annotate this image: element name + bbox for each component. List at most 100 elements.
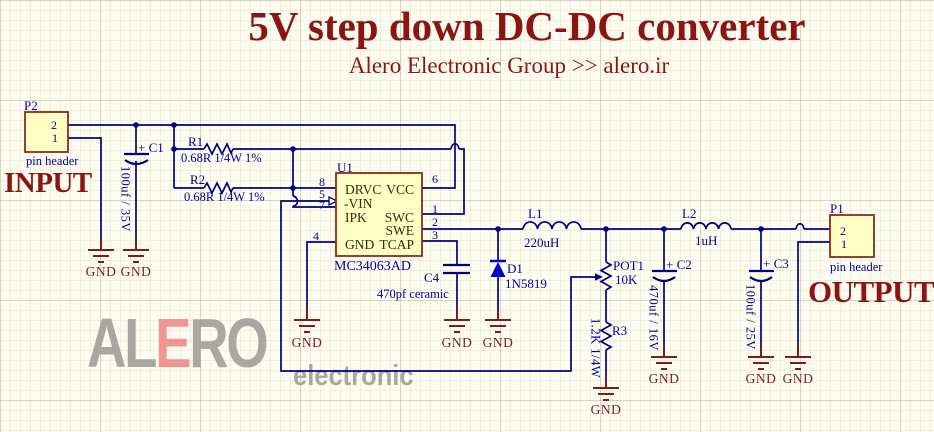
r3-zigzag bbox=[599, 321, 613, 351]
u1-pin-name-vin: -VIN bbox=[344, 196, 373, 211]
wire-p2-gnd bbox=[68, 137, 102, 238]
p1-ref: P1 bbox=[830, 201, 844, 216]
gnd-label-d1: GND bbox=[482, 335, 514, 350]
gnd-symbols bbox=[88, 238, 811, 401]
p1-pin-1: 1 bbox=[841, 237, 847, 251]
wire-pin7 bbox=[292, 206, 337, 208]
u1-pin-3: 3 bbox=[432, 228, 438, 242]
c1-ref: + C1 bbox=[138, 140, 164, 155]
r2-value: 0.68R 1/4W 1% bbox=[184, 190, 265, 204]
p2-pin-2: 2 bbox=[51, 118, 57, 132]
u1-body bbox=[335, 172, 423, 257]
u1-pin-5: 5 bbox=[319, 187, 325, 201]
component-bodies bbox=[24, 111, 875, 258]
u1-row-4: SWE bbox=[345, 224, 415, 238]
r2-ref: R2 bbox=[190, 172, 206, 187]
l2-coil bbox=[680, 222, 732, 230]
d1-triangle bbox=[490, 262, 506, 277]
wire-hop-3 bbox=[795, 222, 805, 230]
gnd-label-c2: GND bbox=[648, 371, 680, 386]
u1-row-2: -VIN bbox=[344, 196, 413, 211]
schematic-title: 5V step down DC-DC converter bbox=[248, 3, 806, 49]
gnd-symbol-u1 bbox=[294, 308, 320, 333]
gnd-label-p1: GND bbox=[782, 371, 814, 386]
pot1-zigzag bbox=[599, 261, 613, 291]
wire-pin4-gnd bbox=[306, 241, 337, 308]
l2-value: 1uH bbox=[695, 233, 718, 248]
pot1-value: 10K bbox=[615, 272, 638, 287]
wire-tcap bbox=[422, 240, 458, 265]
d1-ref: D1 bbox=[507, 261, 523, 276]
wire-vin-rail bbox=[68, 124, 456, 189]
u1-pin-6: 6 bbox=[432, 172, 438, 186]
c2-ref: + C2 bbox=[666, 257, 692, 272]
p2-ref: P2 bbox=[24, 98, 38, 113]
pot1-ref: POT1 bbox=[613, 258, 645, 273]
capacitor-plates bbox=[124, 152, 774, 283]
u1-part: MC34063AD bbox=[334, 259, 412, 274]
gnd-label-r3: GND bbox=[590, 402, 622, 417]
l1-value: 220uH bbox=[524, 235, 560, 250]
gnd-symbol-c2 bbox=[651, 345, 677, 370]
gnd-symbol-c3 bbox=[748, 345, 774, 370]
p1-body bbox=[829, 214, 875, 258]
d1-symbol bbox=[490, 259, 506, 277]
u1-pin-name-tcap: TCAP bbox=[379, 237, 414, 252]
p2-pin-1: 1 bbox=[52, 131, 58, 145]
l1-coil bbox=[522, 221, 582, 230]
p1-pin-2: 2 bbox=[840, 224, 846, 238]
d1-value: 1N5819 bbox=[505, 276, 547, 291]
wire-feedback bbox=[280, 200, 595, 372]
c2-value: 470uf / 16V bbox=[646, 285, 661, 351]
alero-logo-subtext: electronic bbox=[293, 360, 414, 392]
r1-value: 0.68R 1/4W 1% bbox=[181, 151, 262, 165]
u1-pin-name-ipk: IPK bbox=[345, 210, 367, 225]
p1-type: pin header bbox=[830, 260, 883, 274]
u1-pin-1: 1 bbox=[432, 202, 438, 216]
u1-row-5: GND TCAP bbox=[345, 237, 414, 252]
p2-body bbox=[24, 111, 69, 153]
gnd-label-p2: GND bbox=[85, 264, 117, 279]
gnd-label-u1: GND bbox=[291, 335, 323, 350]
gnd-symbol-c1 bbox=[123, 238, 149, 263]
wires bbox=[68, 124, 830, 376]
u1-pin-name-vcc: VCC bbox=[386, 182, 414, 197]
c3-ref: + C3 bbox=[763, 256, 789, 271]
p2-type: pin header bbox=[26, 154, 79, 168]
r2-zigzag bbox=[203, 181, 234, 195]
u1-ref: U1 bbox=[337, 160, 353, 175]
u1-pin-name-gnd: GND bbox=[345, 237, 375, 252]
u1-pin-2: 2 bbox=[432, 215, 438, 229]
wire-swc bbox=[422, 148, 465, 215]
logo-e: E bbox=[155, 304, 191, 382]
gnd-symbol-r3 bbox=[593, 376, 619, 401]
c4-value: 470pf ceramic bbox=[377, 287, 449, 301]
r3-ref: R3 bbox=[612, 323, 628, 338]
u1-row-1: DRVC VCC bbox=[345, 182, 414, 197]
logo-al: AL bbox=[87, 304, 157, 382]
u1-pin-7: 7 bbox=[319, 198, 325, 212]
gnd-label-c3: GND bbox=[745, 371, 777, 386]
wire-hop-1 bbox=[450, 142, 460, 150]
junction-dots bbox=[133, 122, 764, 232]
u1-row-3: IPK SWC bbox=[345, 210, 414, 225]
gnd-symbol-c4 bbox=[444, 308, 470, 333]
gnd-label-c1: GND bbox=[120, 264, 152, 279]
c4-ref: C4 bbox=[424, 270, 440, 285]
gnd-symbol-p1 bbox=[785, 345, 811, 370]
pin5-input-arrow-icon bbox=[328, 195, 339, 207]
gnd-symbol-d1 bbox=[485, 308, 511, 333]
gnd-label-c4: GND bbox=[441, 335, 473, 350]
wire-p1-gnd bbox=[797, 241, 830, 345]
c3-value: 100uf / 25V bbox=[743, 284, 758, 350]
u1-pin-8: 8 bbox=[319, 175, 325, 189]
logo-ro: RO bbox=[189, 304, 269, 382]
c3-arc bbox=[749, 276, 773, 283]
pot-wiper-arrow-icon bbox=[595, 273, 603, 281]
input-label: INPUT bbox=[4, 167, 92, 199]
u1-pin-name-drvc: DRVC bbox=[345, 182, 382, 197]
alero-logo: ALERO bbox=[87, 308, 269, 378]
l2-ref: L2 bbox=[682, 206, 697, 221]
